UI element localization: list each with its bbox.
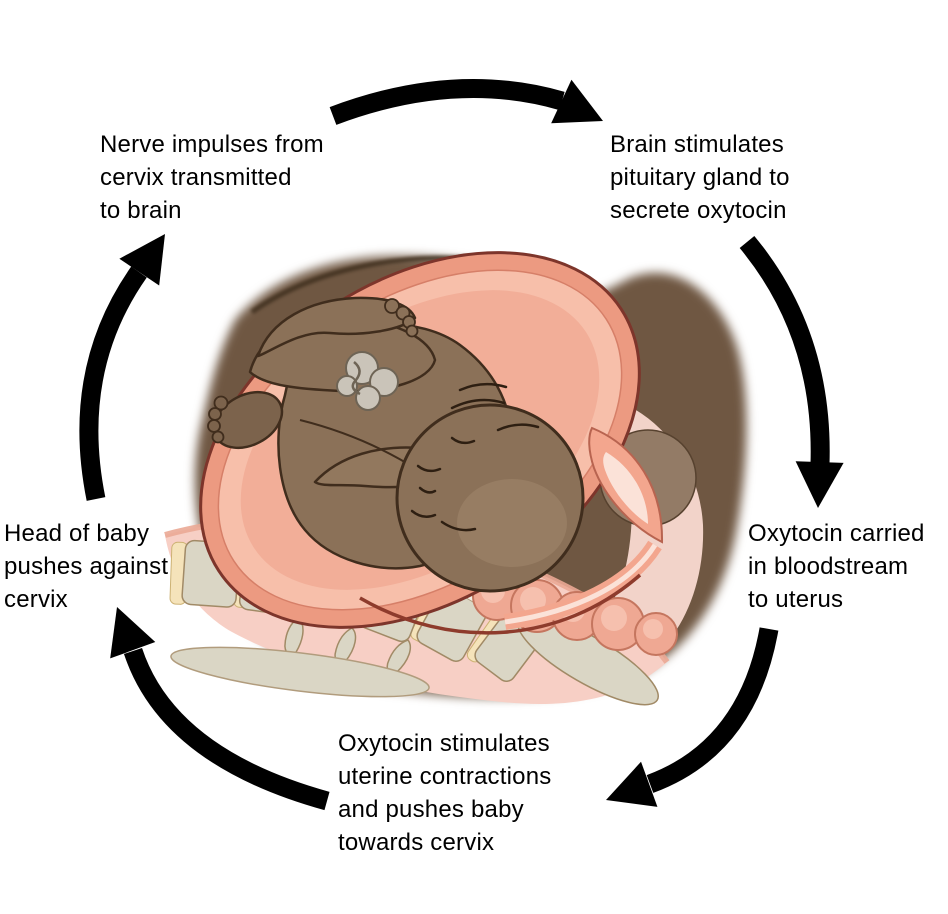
fetus-cheek-highlight [457, 479, 567, 567]
fetus [207, 296, 585, 593]
fetus-brow-wrinkle [458, 382, 508, 392]
lower-uterine-outline [359, 573, 642, 635]
step-label-brain-stimulates-pituitary: Brain stimulates pituitary gland to secr… [610, 131, 790, 224]
step-label-uterine-contractions: Oxytocin stimulates uterine contractions… [338, 730, 552, 856]
fetus-eye [450, 436, 476, 445]
fetus-brow-wrinkle [450, 398, 506, 410]
fetus-lower-leg [256, 296, 417, 358]
fetus-foot [207, 390, 284, 450]
arrow-brain-to-bloodstream [739, 235, 844, 508]
fetus-brow-wrinkle [496, 423, 540, 432]
arrow-head-to-nerve [79, 234, 165, 501]
step-label-nerve-impulses-to-brain: Nerve impulses from cervix transmitted t… [100, 131, 324, 224]
cervical-canal [603, 452, 648, 524]
fetus-in-utero-illustration [164, 251, 747, 706]
cycle-arrows [79, 79, 844, 811]
arrow-bloodstream-to-contractions [606, 627, 779, 807]
fetus-eye [416, 464, 442, 473]
arrow-nerve-to-brain [329, 79, 603, 125]
fetus-mouth [410, 509, 437, 519]
arrow-contractions-to-head [110, 607, 330, 811]
vaginal-canal-lumen [504, 543, 658, 625]
step-label-head-pushes-cervix: Head of baby pushes against cervix [4, 520, 169, 613]
pelvic-bone-sliver [170, 646, 430, 698]
cervix-and-birth-canal [359, 426, 664, 635]
fetus-cheek-crease [440, 520, 477, 532]
step-label-oxytocin-in-bloodstream: Oxytocin carried in bloodstream to uteru… [748, 520, 925, 613]
fetus-face [410, 382, 540, 532]
fetus-foot-toes [384, 298, 419, 338]
fetus-nose [418, 486, 437, 494]
umbilical-cord [336, 351, 399, 411]
